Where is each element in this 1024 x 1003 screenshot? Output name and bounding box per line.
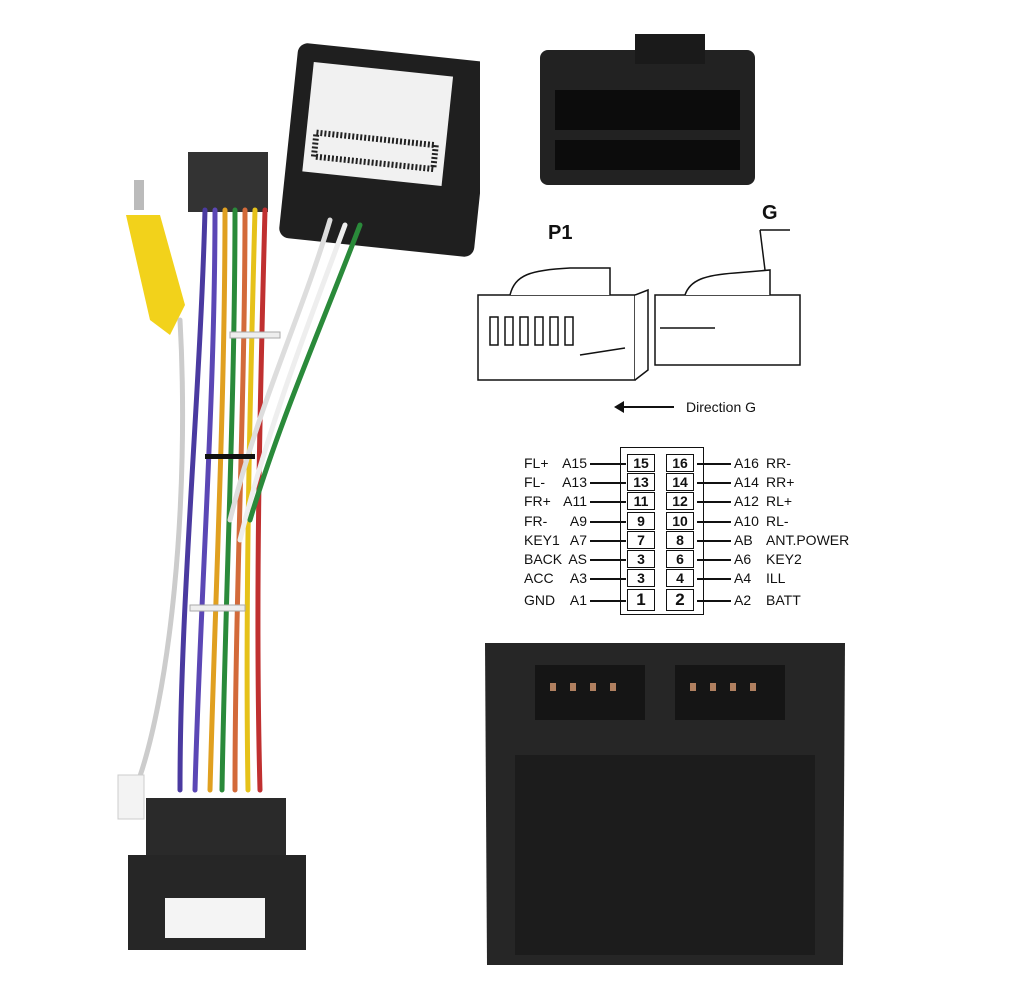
pin-number: 8 bbox=[666, 531, 694, 549]
pin-function-label: FR- bbox=[524, 513, 548, 529]
pin-code-label: A11 bbox=[563, 493, 587, 509]
iso-16pin-connector-photo bbox=[540, 34, 755, 185]
pin-number: 13 bbox=[627, 473, 655, 491]
pin-code-label: A3 bbox=[569, 570, 587, 586]
pin-number: 12 bbox=[666, 492, 694, 510]
pin-code-label: A13 bbox=[562, 474, 587, 490]
pin-function-label: RL+ bbox=[766, 493, 793, 509]
pin-function-label: ILL bbox=[766, 570, 786, 586]
pin-function-label: BACK bbox=[524, 551, 563, 567]
pin-number: 4 bbox=[666, 569, 694, 587]
pin-code-label: A7 bbox=[569, 532, 587, 548]
wire-line bbox=[590, 463, 626, 465]
pin-function-label: ANT.POWER bbox=[766, 532, 850, 548]
g-connector-drawing bbox=[654, 229, 801, 366]
pin-function-label: RL- bbox=[766, 513, 789, 529]
pin-code-label: A16 bbox=[734, 455, 759, 471]
wire-line bbox=[590, 578, 626, 580]
pin-number: 11 bbox=[627, 492, 655, 510]
pinout-housing bbox=[620, 447, 704, 615]
wire-line bbox=[590, 540, 626, 542]
wire-line bbox=[590, 559, 626, 561]
pin-number: 16 bbox=[666, 454, 694, 472]
pin-number: 15 bbox=[627, 454, 655, 472]
vehicle-connector-photo bbox=[485, 643, 845, 965]
connector-line-drawings bbox=[477, 229, 801, 381]
p1-connector-drawing bbox=[477, 267, 649, 381]
pin-function-label: KEY1 bbox=[524, 532, 560, 548]
wire-bundle bbox=[132, 207, 363, 793]
pin-number: 2 bbox=[666, 589, 694, 611]
wire-line bbox=[697, 482, 731, 484]
small-white-plug bbox=[117, 774, 145, 820]
arrow-head-icon bbox=[614, 401, 624, 413]
pin-code-label: A10 bbox=[734, 513, 759, 529]
pin-number: 6 bbox=[666, 550, 694, 568]
pin-function-label: FR+ bbox=[524, 493, 551, 509]
pin-code-label: A6 bbox=[734, 551, 752, 567]
pin-function-label: FL+ bbox=[524, 455, 549, 471]
pin-number: 14 bbox=[666, 473, 694, 491]
iso-16pin-plug bbox=[188, 152, 268, 212]
pin-code-label: A15 bbox=[562, 455, 587, 471]
wire-line bbox=[697, 559, 731, 561]
pin-function-label: KEY2 bbox=[766, 551, 802, 567]
direction-label: Direction G bbox=[686, 399, 757, 415]
cable-tie bbox=[189, 604, 246, 612]
pin-function-label: RR+ bbox=[766, 474, 795, 490]
pin-code-label: A1 bbox=[569, 592, 587, 608]
pin-function-label: GND bbox=[524, 592, 556, 608]
pin-number: 9 bbox=[627, 512, 655, 530]
wiring-harness-photo bbox=[117, 43, 480, 950]
pin-code-label: AB bbox=[734, 532, 753, 548]
wire-line bbox=[697, 600, 731, 602]
direction-arrow-icon bbox=[618, 406, 674, 408]
wire-line bbox=[590, 600, 626, 602]
pin-code-label: A14 bbox=[734, 474, 759, 490]
pin-code-label: A2 bbox=[734, 592, 752, 608]
pin-code-label: AS bbox=[568, 551, 587, 567]
wire-line bbox=[590, 521, 626, 523]
wire-line bbox=[697, 578, 731, 580]
pin-function-label: ACC bbox=[524, 570, 554, 586]
wire-line bbox=[590, 482, 626, 484]
pin-code-label: A9 bbox=[569, 513, 587, 529]
canbus-decoder-box bbox=[279, 43, 480, 257]
wire-line bbox=[697, 521, 731, 523]
cable-tie bbox=[229, 331, 281, 339]
wire-line bbox=[697, 540, 731, 542]
pin-code-label: A12 bbox=[734, 493, 759, 509]
pin-function-label: BATT bbox=[766, 592, 801, 608]
pin-number: 3 bbox=[627, 569, 655, 587]
wire-line bbox=[697, 501, 731, 503]
rca-camera-plug bbox=[126, 180, 185, 335]
cable-tie bbox=[205, 454, 255, 459]
pin-function-label: RR- bbox=[766, 455, 791, 471]
pin-number: 10 bbox=[666, 512, 694, 530]
pin-code-label: A4 bbox=[734, 570, 752, 586]
wire-line bbox=[590, 501, 626, 503]
vehicle-side-plug bbox=[128, 798, 306, 950]
p1-label: P1 bbox=[548, 222, 573, 244]
wire-line bbox=[697, 463, 731, 465]
pin-number: 3 bbox=[627, 550, 655, 568]
g-label: G bbox=[762, 202, 778, 224]
pin-number: 7 bbox=[627, 531, 655, 549]
pin-number: 1 bbox=[627, 589, 655, 611]
pin-function-label: FL- bbox=[524, 474, 545, 490]
